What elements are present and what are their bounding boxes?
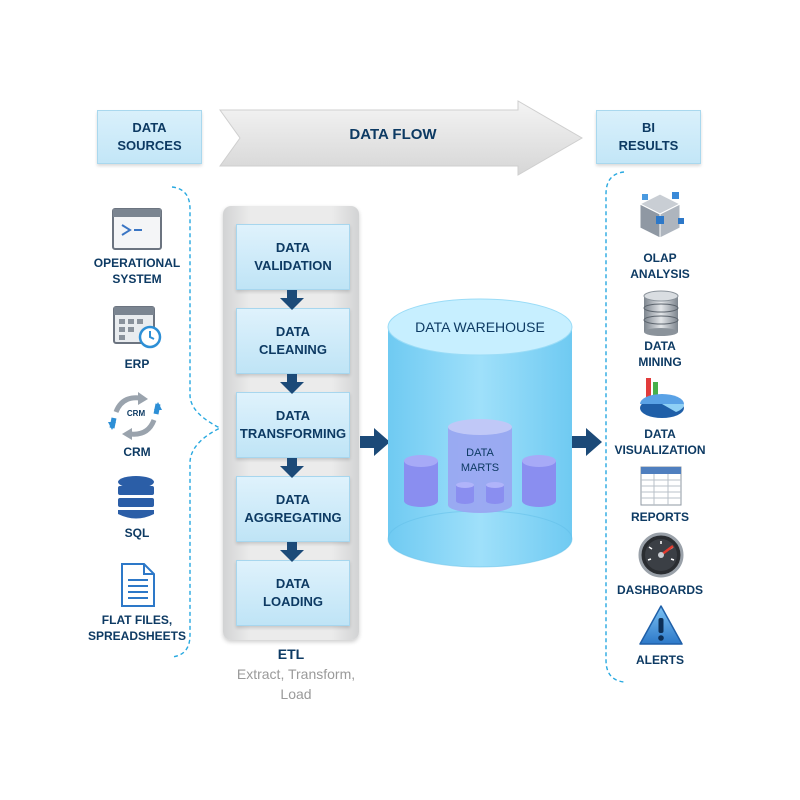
terminal-window-icon (112, 208, 162, 250)
crm-cycle-icon (108, 392, 162, 440)
data-flow-arrow (219, 100, 583, 176)
document-icon (121, 563, 155, 607)
down-arrow-3 (280, 458, 304, 478)
result-label-olap: OLAP ANALYSIS (630, 251, 690, 281)
warning-icon (639, 605, 683, 645)
result-label-reports: REPORTS (630, 510, 689, 524)
data-marts-label: DATA MARTS (460, 447, 500, 474)
results-bracket (605, 171, 625, 683)
data-warehouse-cylinder (387, 298, 573, 568)
result-label-alerts: ALERTS (636, 653, 684, 667)
down-arrow-2 (280, 374, 304, 394)
gauge-icon (638, 532, 684, 578)
etl-step-validation: DATA VALIDATION (236, 224, 350, 290)
database-icon (118, 476, 154, 519)
down-arrow-4 (280, 542, 304, 562)
server-database-icon (643, 290, 679, 336)
source-label-operational: OPERATIONAL SYSTEM (93, 256, 181, 286)
etl-step-cleaning: DATA CLEANING (236, 308, 350, 374)
data-sources-header: DATA SOURCES (97, 110, 202, 164)
data-warehouse-title: DATA WAREHOUSE (415, 319, 545, 335)
bi-results-header: BI RESULTS (596, 110, 701, 164)
etl-step-transforming: DATA TRANSFORMING (236, 392, 350, 458)
source-label-crm: CRM (123, 445, 151, 459)
result-label-visualization: DATA VISUALIZATION (614, 427, 706, 457)
sources-bracket (171, 186, 222, 658)
source-label-flat-files: FLAT FILES, SPREADSHEETS (87, 613, 187, 643)
right-arrow-bi (572, 428, 602, 456)
source-label-erp: ERP (124, 357, 150, 371)
cube-icon (638, 192, 684, 239)
etl-title: ETL (277, 646, 305, 662)
etl-subtitle: Extract, Transform, Load (236, 666, 356, 702)
chart-pie-icon (640, 378, 685, 418)
etl-step-loading: DATA LOADING (236, 560, 350, 626)
right-arrow-etl (360, 428, 390, 456)
down-arrow-1 (280, 290, 304, 310)
result-label-data-mining: DATA MINING (638, 339, 682, 369)
data-flow-label: DATA FLOW (349, 126, 437, 143)
spreadsheet-icon (640, 466, 682, 506)
calendar-clock-icon (113, 306, 162, 349)
result-label-dashboards: DASHBOARDS (616, 583, 703, 597)
etl-step-aggregating: DATA AGGREGATING (236, 476, 350, 542)
source-label-sql: SQL (124, 526, 150, 540)
crm-badge: CRM (126, 409, 146, 418)
